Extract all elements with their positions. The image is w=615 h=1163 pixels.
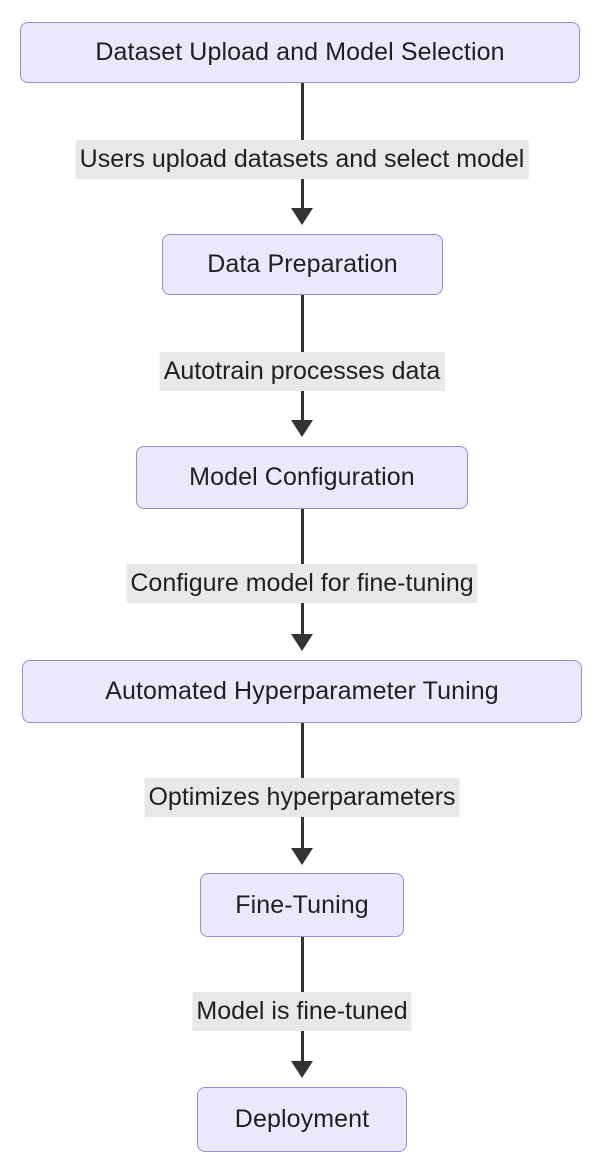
- node-model-configuration-label: Model Configuration: [189, 463, 415, 491]
- edge-arrowhead-icon-4: [291, 848, 313, 865]
- node-automated-hyperparameter-tuning[interactable]: Automated Hyperparameter Tuning: [22, 660, 582, 723]
- edge-label-autotrain-processes-data: Autotrain processes data: [159, 352, 445, 391]
- edge-arrowhead-icon-5: [291, 1061, 313, 1078]
- node-model-configuration[interactable]: Model Configuration: [136, 446, 468, 509]
- node-fine-tuning[interactable]: Fine-Tuning: [200, 873, 404, 937]
- edge-label-optimizes-hyperparameters: Optimizes hyperparameters: [144, 778, 460, 817]
- node-data-preparation-label: Data Preparation: [207, 250, 398, 278]
- node-data-preparation[interactable]: Data Preparation: [162, 234, 443, 295]
- edge-arrowhead-icon-2: [291, 420, 313, 437]
- edge-arrowhead-icon-3: [291, 634, 313, 651]
- edge-arrowhead-icon-1: [291, 208, 313, 225]
- node-dataset-upload[interactable]: Dataset Upload and Model Selection: [20, 22, 580, 83]
- node-automated-hyperparameter-tuning-label: Automated Hyperparameter Tuning: [105, 677, 499, 705]
- edge-label-configure-model-for-fine-tuning: Configure model for fine-tuning: [126, 564, 478, 603]
- edge-label-users-upload-datasets: Users upload datasets and select model: [75, 140, 529, 179]
- node-fine-tuning-label: Fine-Tuning: [235, 890, 369, 919]
- node-dataset-upload-label: Dataset Upload and Model Selection: [95, 38, 505, 66]
- node-deployment-label: Deployment: [234, 1105, 370, 1133]
- node-deployment[interactable]: Deployment: [197, 1087, 407, 1152]
- edge-label-model-is-fine-tuned: Model is fine-tuned: [192, 992, 412, 1031]
